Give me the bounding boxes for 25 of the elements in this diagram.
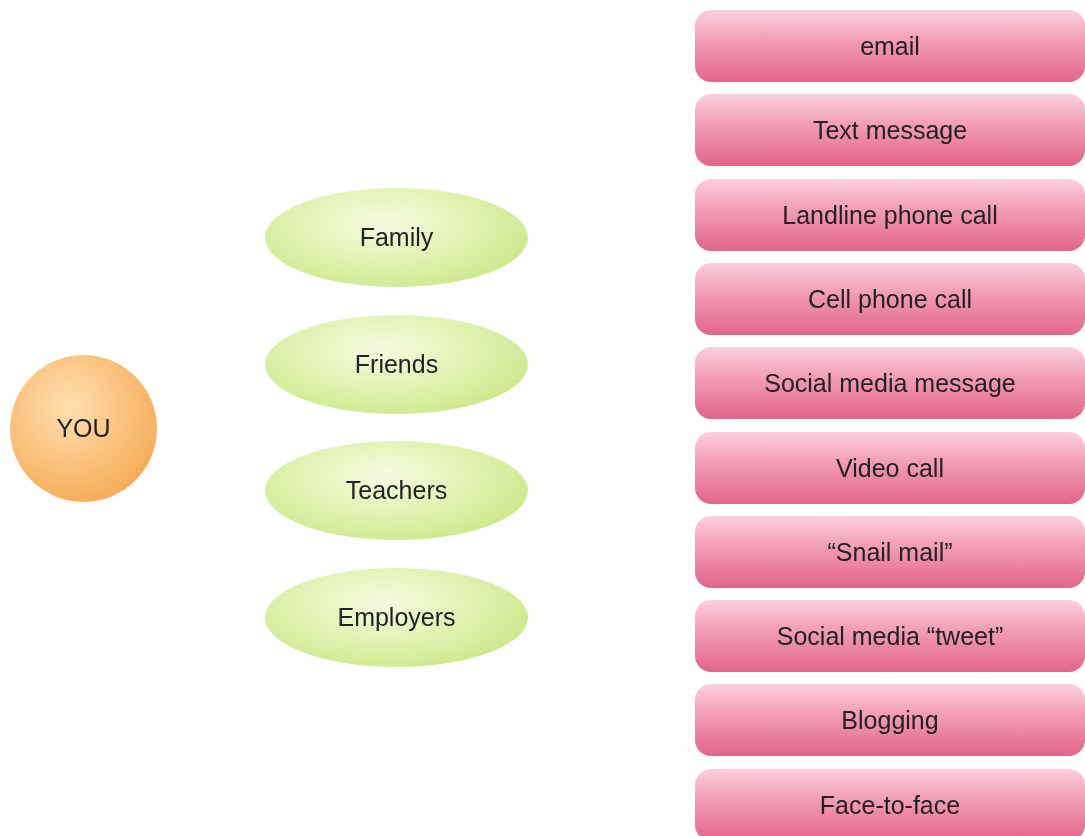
method-box [695, 432, 1085, 504]
node-label: Text message [812, 115, 968, 145]
node-label: email [860, 31, 920, 61]
node-label: Social media “tweet” [776, 621, 1004, 651]
method-box [695, 10, 1085, 82]
node-label: Landline phone call [782, 200, 998, 230]
node-label: Friends [354, 350, 439, 379]
node-label: Cell phone call [808, 284, 972, 314]
node-label: Video call [836, 453, 944, 483]
node-label: YOU [56, 414, 111, 443]
node-label: Family [359, 223, 434, 252]
node-label: “Snail mail” [827, 537, 953, 567]
method-box [695, 684, 1085, 756]
method-box [695, 94, 1085, 166]
node-label: Face-to-face [819, 790, 961, 820]
method-box [695, 600, 1085, 672]
method-box [695, 179, 1085, 251]
method-box [695, 516, 1085, 588]
node-label: Teachers [345, 476, 448, 505]
method-box [695, 347, 1085, 419]
method-box [695, 263, 1085, 335]
node-label: Social media message [764, 368, 1016, 398]
method-box [695, 769, 1085, 836]
node-label: Blogging [841, 705, 939, 735]
node-label: Employers [337, 603, 456, 632]
